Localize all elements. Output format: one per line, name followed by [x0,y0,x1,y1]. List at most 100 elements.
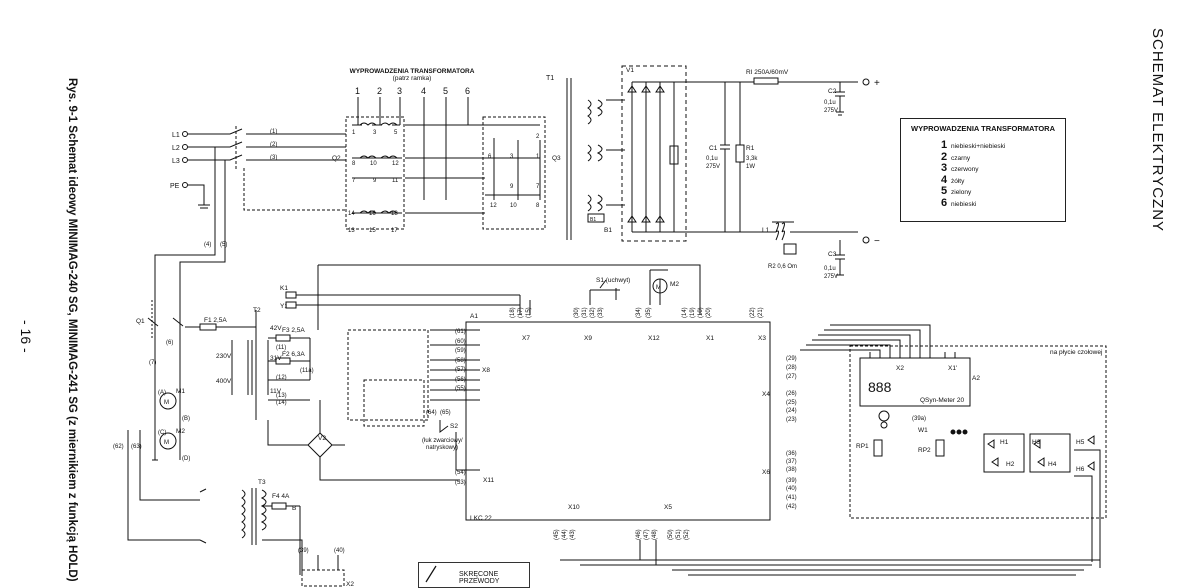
twisted-wires-text: SKRĘCONE PRZEWODY [459,571,500,585]
svg-text:888: 888 [868,379,892,395]
x8-wire: (59) [455,348,466,354]
rp1-label: RP1 [856,443,869,450]
m1-label: M1 [176,388,185,395]
x2-label: X2 [896,365,904,372]
x7-label: X7 [522,335,530,342]
top-wire: (34) [636,307,642,318]
h4-label: H4 [1048,461,1057,468]
m2-motor-label: M2 [670,281,679,288]
svg-text:3: 3 [373,130,377,136]
a1-label: A1 [470,313,478,320]
s1-label: S1 (uchwyt) [596,277,630,284]
x2b-label: X2 [346,581,354,588]
svg-text:3: 3 [510,154,514,160]
choke-label: L1 [762,227,770,234]
terminal-number: 4 [421,86,426,96]
x6-wire: (38) [786,467,797,473]
terminal-number: 1 [355,86,360,96]
wire-13: (13) [276,393,287,399]
v1-rectifier: V1 [626,67,700,233]
svg-text:7: 7 [352,178,356,184]
w39a-label: (39a) [912,416,926,422]
q2-contacts: 1 3 5 8 10 12 7 9 11 14 16 18 13 15 17 Q… [332,124,402,234]
wire-2: (2) [270,142,277,148]
t2-label: T2 [253,307,261,314]
top-wire: (14) [682,307,688,318]
wire-b: (B) [182,416,190,422]
s1-switch: S1 (uchwyt) M M2 [589,269,679,305]
svg-text:10: 10 [370,161,377,167]
wire-40: (40) [334,548,345,554]
top-wire: (18) [510,307,516,318]
x4-label: X4 [762,391,770,398]
wire-62: (62) [113,444,124,450]
b1-label: B1 [604,227,612,234]
wire-4: (4) [204,242,211,248]
x6-wire: (39) [786,478,797,484]
x6-wire-labels: (36)(37)(38)(39)(40)(41)(42) [786,451,797,510]
x10-label: X10 [568,504,580,511]
wire-14: (14) [276,400,287,406]
x8-label: X8 [482,367,490,374]
x4-wire: (26) [786,391,797,397]
legend-num: 6 [941,196,948,209]
bottom-wire: (51) [676,529,682,540]
x5-label: X5 [664,504,672,511]
svg-text:8: 8 [352,161,356,167]
h5-label: H5 [1076,439,1085,446]
front-panel-box [849,345,1107,519]
h1-label: H1 [1000,439,1009,446]
svg-text:5: 5 [394,130,398,136]
l3-label: L3 [172,158,180,165]
top-wire: (17) [518,307,524,318]
legend-color: czarny [951,154,971,162]
wire-39: (39) [298,548,309,554]
x1p-label: X1' [948,365,957,372]
x6-label: X6 [762,469,770,476]
c1-label: C1 [709,145,718,152]
lkc-label: LKC 22 [470,515,492,522]
l1-label: L1 [172,132,180,139]
bottom-wire: (43) [570,529,576,540]
wire-1: (1) [270,129,277,135]
svg-text:B1: B1 [590,217,596,223]
f3-label: F3 2,5A [282,327,305,334]
wire-6: (6) [166,340,173,346]
x6-wire: (42) [786,504,797,510]
s2-note-2: natryskowy) [426,445,458,451]
a2-meter: A2 X2 X1' QSyn-Meter 20 888 [800,324,980,407]
bottom-wire: (46) [636,529,642,540]
m2-fan-motor [159,432,177,450]
c2-label: C2 [828,88,837,95]
svg-text:17: 17 [391,228,398,234]
legend-num: 5 [941,185,948,197]
v400-label: 400V [216,378,232,385]
q3-contacts: 2 6 3 1 9 7 12 10 8 Q3 [488,134,561,209]
minus-terminal: − [874,236,880,247]
v11-label: 11V [270,388,282,395]
bottom-wire: (52) [684,529,690,540]
wire-3: (3) [270,155,277,161]
c1-r1: C1 0,1u 275V R1 3,3k 1W [700,81,758,233]
m1-motor [159,392,177,410]
f1-label: F1 2,5A [204,317,227,324]
transformer-subtitle: (patrz ramka) [393,75,432,82]
svg-text:6: 6 [488,154,492,160]
wire-65: (65) [440,410,451,416]
q3-switch-box [482,116,546,230]
legend-num: 3 [941,162,948,174]
dc-output: RI 250A/60mV + − C2 0,1u 275V L1 R2 0,6 … [700,69,880,280]
svg-text:8: 8 [536,203,540,209]
bottom-wire: (50) [668,529,674,540]
x8-wire: (60) [455,339,466,345]
x9-label: X9 [584,335,592,342]
svg-text:14: 14 [348,211,355,217]
bottom-wire: (47) [644,529,650,540]
svg-text:7: 7 [536,184,540,190]
front-panel-note: na płycie czołowej [1050,349,1103,356]
f2-label: F2 6,3A [282,351,305,358]
